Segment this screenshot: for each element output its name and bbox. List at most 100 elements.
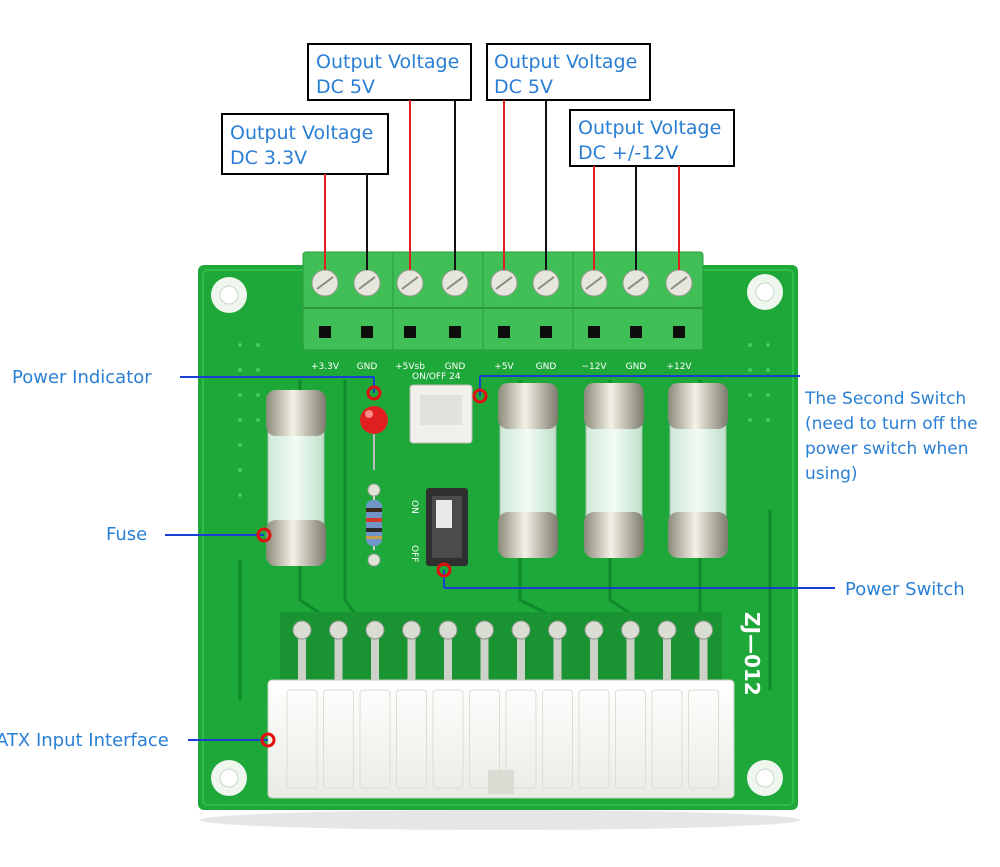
second-switch-label-line: (need to turn off the	[805, 414, 978, 434]
fuse	[266, 390, 326, 566]
terminal-screw	[396, 269, 424, 297]
callout-marker	[472, 388, 488, 404]
board-shadow	[200, 810, 800, 830]
voltage-box: Output Voltage DC 5V	[307, 43, 472, 101]
pin-label: GND	[357, 362, 378, 372]
pin-label: +5Vsb	[395, 362, 425, 372]
terminal-wire-hole	[540, 326, 552, 338]
terminal-screw	[311, 269, 339, 297]
atx-pin-cell	[542, 689, 573, 789]
callout-power-switch: Power Switch	[436, 562, 965, 600]
voltage-box: Output Voltage DC 5V	[486, 43, 651, 101]
atx-pin-cell	[286, 689, 318, 789]
atx-pin-cell	[615, 689, 646, 789]
terminal-wire-hole	[673, 326, 685, 338]
terminal-wire-hole	[319, 326, 331, 338]
atx-pin-cell	[432, 689, 464, 789]
resistor	[366, 483, 382, 567]
power-indicator-label: Power Indicator	[12, 367, 152, 388]
output-lead-lines	[324, 100, 680, 270]
terminal-wire-hole	[588, 326, 600, 338]
second-switch-label-line: power switch when	[805, 439, 969, 459]
callout-power-indicator: Power Indicator	[12, 367, 382, 401]
atx-pin	[329, 620, 348, 684]
fuse-label: Fuse	[106, 524, 147, 545]
atx-pin	[548, 620, 567, 684]
atx-pin	[402, 620, 421, 684]
second-switch-header: ON/OFF 24	[409, 372, 473, 444]
terminal-screw	[622, 269, 650, 297]
mounting-hole	[747, 274, 783, 310]
atx-pin	[694, 620, 713, 684]
switch-off-label: OFF	[409, 545, 419, 562]
callout-marker	[436, 562, 452, 578]
atx-pin	[475, 620, 494, 684]
terminal-screw	[353, 269, 381, 297]
terminal-wire-hole	[630, 326, 642, 338]
board-model-label: ZJ—012	[740, 612, 764, 696]
terminal-screw	[532, 269, 560, 297]
atx-pin-cell	[469, 689, 500, 789]
pin-label: +3.3V	[311, 362, 340, 372]
voltage-box-title: Output Voltage	[316, 51, 459, 73]
fuse	[584, 383, 644, 558]
fuse	[498, 383, 558, 558]
atx-pin	[292, 620, 312, 684]
callout-marker	[260, 732, 276, 748]
power-switch: ON OFF	[409, 488, 468, 566]
terminal-screw	[441, 269, 469, 297]
atx-pin-cell	[505, 689, 537, 789]
atx-pin-cell	[323, 689, 354, 789]
voltage-box: Output Voltage DC 3.3V	[221, 113, 389, 175]
voltage-box: Output Voltage DC +/-12V	[569, 109, 735, 167]
atx-pin-cell	[396, 689, 427, 789]
mounting-hole	[211, 760, 247, 796]
power-indicator-led	[360, 406, 388, 470]
pin-label: GND	[626, 362, 647, 372]
terminal-screw	[665, 269, 693, 297]
atx-pin	[511, 620, 531, 684]
atx-pin	[584, 620, 604, 684]
second-switch-label-line: using)	[805, 464, 858, 484]
voltage-box-title: Output Voltage	[230, 122, 373, 144]
voltage-box-title: Output Voltage	[578, 117, 721, 139]
mounting-hole	[211, 277, 247, 313]
voltage-box-value: DC 5V	[494, 76, 553, 98]
callout-atx-input: ATX Input Interface	[0, 730, 276, 751]
second-switch-label-line: The Second Switch	[804, 389, 966, 409]
terminal-block	[302, 251, 704, 351]
fuse	[668, 383, 728, 558]
pin-label: +5V	[494, 362, 514, 372]
atx-pin-cell	[359, 689, 391, 789]
pin-label: GND	[536, 362, 557, 372]
voltage-box-value: DC 5V	[316, 76, 375, 98]
pin-label: GND	[445, 362, 466, 372]
header-silk-label: ON/OFF 24	[412, 372, 461, 382]
atx-pin	[438, 620, 458, 684]
atx-pin	[365, 620, 385, 684]
callout-second-switch: The Second Switch (need to turn off the …	[472, 375, 978, 484]
terminal-wire-hole	[498, 326, 510, 338]
power-switch-label: Power Switch	[845, 579, 965, 600]
atx-input-label: ATX Input Interface	[0, 730, 169, 751]
voltage-box-title: Output Voltage	[494, 51, 637, 73]
callout-fuse: Fuse	[106, 524, 272, 545]
atx-pin-cell	[688, 689, 719, 789]
terminal-wire-hole	[449, 326, 461, 338]
atx-pin	[657, 620, 677, 684]
callout-marker	[256, 527, 272, 543]
terminal-wire-hole	[361, 326, 373, 338]
callout-marker	[366, 385, 382, 401]
terminal-screw	[490, 269, 518, 297]
atx-connector	[267, 612, 735, 799]
atx-pin-cell	[578, 689, 610, 789]
mounting-hole	[747, 760, 783, 796]
atx-pin	[621, 620, 640, 684]
voltage-box-value: DC 3.3V	[230, 147, 307, 169]
switch-on-label: ON	[409, 500, 419, 514]
pin-label: +12V	[666, 362, 692, 372]
atx-pin-cell	[651, 689, 683, 789]
via-dots	[238, 343, 770, 497]
